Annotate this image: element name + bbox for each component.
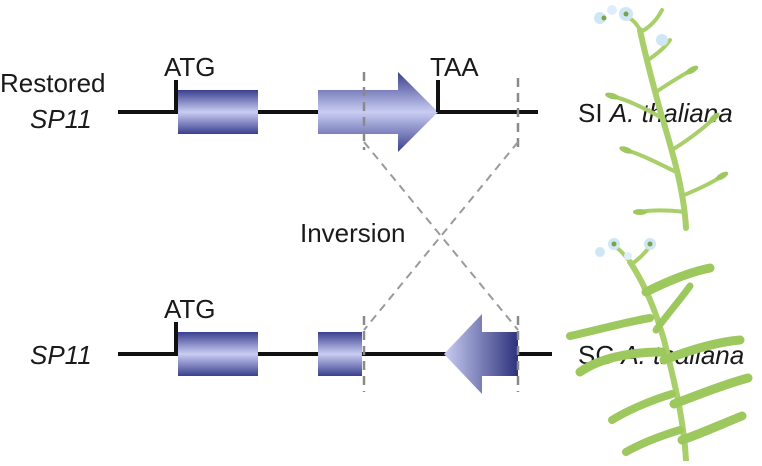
top-atg-label: ATG	[164, 52, 216, 82]
sc-plant-illustration	[566, 238, 753, 464]
top-construct: Restored SP11 ATG TAA SI A. thaliana	[0, 52, 733, 152]
inversion-cross: Inversion	[300, 141, 519, 331]
bottom-exon-1	[178, 332, 258, 376]
sc-silique-leaves	[566, 263, 753, 456]
sc-flower-cluster	[595, 238, 656, 260]
top-taa-label: TAA	[430, 52, 479, 82]
bottom-exon-2-fragment	[318, 332, 362, 376]
bottom-construct: SP11 ATG SC A. thaliana	[30, 294, 744, 394]
top-exon-1	[178, 90, 258, 134]
inversion-label: Inversion	[300, 218, 406, 248]
bottom-gene-label-sp11: SP11	[30, 340, 92, 370]
top-gene-label-sp11: SP11	[30, 104, 92, 134]
si-plant-illustration	[594, 5, 729, 231]
si-flower-cluster	[594, 5, 668, 46]
inversion-line-2	[363, 141, 519, 331]
inversion-line-1	[363, 141, 519, 331]
bottom-atg-label: ATG	[164, 294, 216, 324]
top-gene-label-restored: Restored	[0, 68, 106, 98]
bottom-inverted-arrow	[444, 314, 518, 394]
top-exon-2-arrow	[318, 72, 438, 152]
